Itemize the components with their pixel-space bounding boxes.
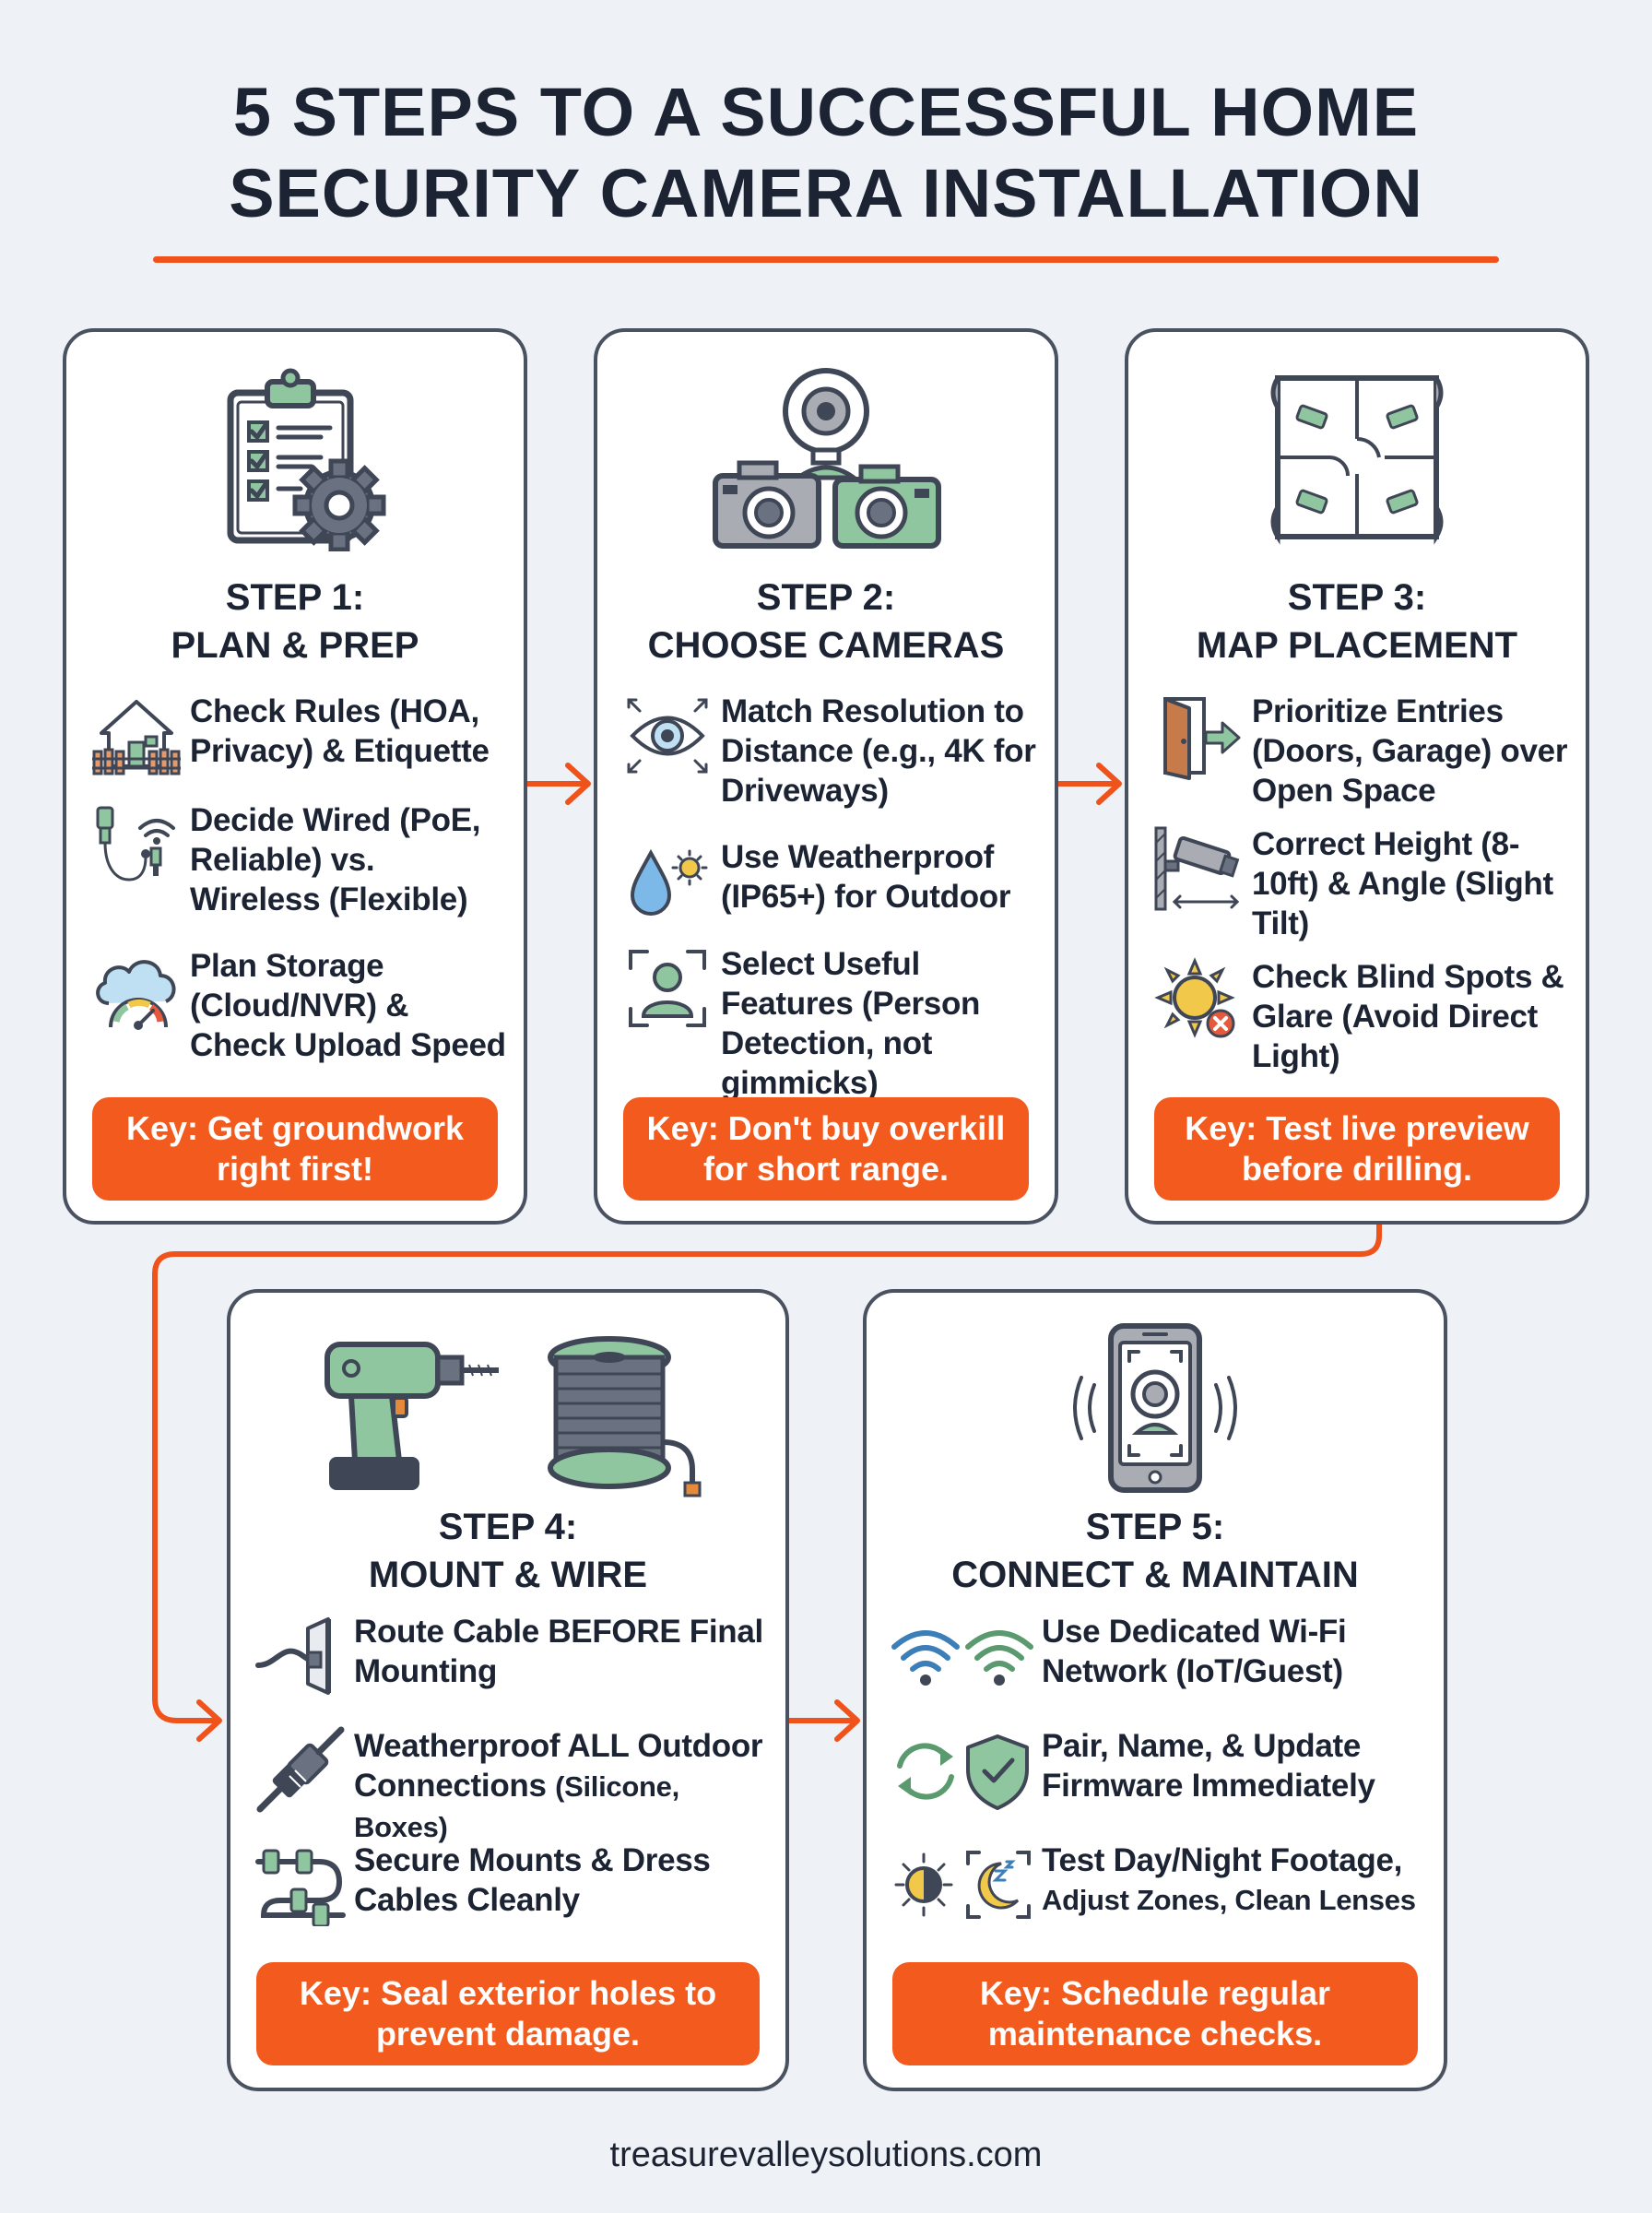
step-5-item-3-small: Adjust Zones, Clean Lenses — [1042, 1884, 1416, 1916]
step-3-item-1-text: Prioritize Entries (Doors, Garage) over … — [1252, 693, 1568, 809]
arrow-step4-to-step5 — [786, 1699, 860, 1742]
arrow-step2-to-step3 — [1056, 763, 1122, 805]
step-2-key-callout: Key: Don't buy overkill for short range. — [623, 1097, 1029, 1201]
step-4-item-3: Secure Mounts & Dress Cables Cleanly — [253, 1840, 773, 1929]
title-underline — [153, 256, 1499, 263]
gray-camera — [713, 460, 821, 549]
step-5-item-3-main: Test Day/Night Footage, — [1042, 1842, 1403, 1878]
step-card-2: STEP 2: CHOOSE CAMERAS Match Resolution … — [594, 328, 1058, 1225]
cameras-icon — [597, 365, 1055, 553]
sun-glare-icon — [1150, 957, 1246, 1046]
step-5-item-3-text: Test Day/Night Footage, Adjust Zones, Cl… — [1036, 1840, 1416, 1920]
drill — [324, 1342, 499, 1490]
step-4-label: STEP 4: — [438, 1507, 578, 1547]
step-5-title: STEP 5: CONNECT & MAINTAIN — [867, 1503, 1444, 1599]
step-2-title: STEP 2: CHOOSE CAMERAS — [597, 574, 1055, 669]
step-1-key-callout: Key: Get groundwork right first! — [92, 1097, 498, 1201]
step-1-label: STEP 1: — [225, 577, 365, 618]
step-2-item-3-text: Select Useful Features (Person Detection… — [721, 946, 981, 1101]
arrow-step1-to-step2 — [525, 763, 591, 805]
step-5-key-callout: Key: Schedule regular maintenance checks… — [892, 1962, 1418, 2065]
step-3-item-2: Correct Height (8-10ft) & Angle (Slight … — [1150, 824, 1573, 943]
step-4-item-2-small: (Silicone, Boxes) — [354, 1770, 679, 1843]
door-arrow-icon — [1150, 692, 1246, 780]
phone-camera-icon — [867, 1320, 1444, 1496]
step-2-item-1-text: Match Resolution to Distance (e.g., 4K f… — [721, 693, 1036, 809]
step-1-item-1-text: Check Rules (HOA, Privacy) & Etiquette — [190, 693, 490, 769]
cable-wall-icon — [253, 1612, 348, 1700]
title-line-2: SECURITY CAMERA INSTALLATION — [229, 155, 1423, 231]
step-5-item-2-text: Pair, Name, & Update Firmware Immediatel… — [1042, 1728, 1375, 1804]
step-3-key-callout: Key: Test live preview before drilling. — [1154, 1097, 1560, 1201]
step-card-1: STEP 1: PLAN & PREP Check Rules (HOA, Pr… — [63, 328, 527, 1225]
step-4-key-callout: Key: Seal exterior holes to prevent dama… — [256, 1962, 760, 2065]
step-2-item-2: Use Weatherproof (IP65+) for Outdoor — [620, 837, 1042, 926]
step-2-item-3: Select Useful Features (Person Detection… — [620, 944, 1042, 1103]
eye-expand-icon — [620, 692, 715, 780]
cloud-speedometer-icon — [88, 946, 184, 1035]
day-night-icon — [889, 1840, 1036, 1929]
step-4-item-2-text: Weatherproof ALL Outdoor Connections (Si… — [348, 1726, 773, 1847]
step-card-4: STEP 4: MOUNT & WIRE Route Cable BEFORE … — [227, 1289, 789, 2091]
step-2-name: CHOOSE CAMERAS — [647, 625, 1005, 666]
step-3-item-2-text: Correct Height (8-10ft) & Angle (Slight … — [1252, 826, 1553, 941]
step-3-item-3: Check Blind Spots & Glare (Avoid Direct … — [1150, 957, 1573, 1076]
sync-shield-icon — [889, 1726, 1036, 1815]
step-1-item-2: Decide Wired (PoE, Reliable) vs. Wireles… — [88, 800, 511, 919]
green-camera — [832, 464, 941, 549]
drill-spool-icon — [230, 1331, 785, 1497]
step-1-name: PLAN & PREP — [171, 625, 419, 666]
connector-icon — [253, 1726, 348, 1815]
step-5-item-2: Pair, Name, & Update Firmware Immediatel… — [889, 1726, 1431, 1815]
step-4-item-1-text: Route Cable BEFORE Final Mounting — [354, 1614, 763, 1689]
step-1-item-3-text: Plan Storage (Cloud/NVR) & Check Upload … — [190, 948, 506, 1063]
step-4-item-2-main: Weatherproof ALL Outdoor Connections — [354, 1728, 763, 1804]
step-2-item-2-text: Use Weatherproof (IP65+) for Outdoor — [721, 839, 1011, 915]
step-1-title: STEP 1: PLAN & PREP — [66, 574, 524, 669]
step-4-item-3-text: Secure Mounts & Dress Cables Cleanly — [354, 1842, 711, 1918]
water-sun-icon — [620, 837, 715, 926]
person-detect-icon — [620, 944, 715, 1033]
step-4-name: MOUNT & WIRE — [368, 1555, 648, 1595]
wired-wireless-icon — [88, 800, 184, 889]
step-3-name: MAP PLACEMENT — [1196, 625, 1518, 666]
step-2-label: STEP 2: — [756, 577, 896, 618]
step-5-item-3: Test Day/Night Footage, Adjust Zones, Cl… — [889, 1840, 1431, 1929]
wall-camera-icon — [1150, 824, 1246, 913]
step-4-title: STEP 4: MOUNT & WIRE — [230, 1503, 785, 1599]
step-5-label: STEP 5: — [1085, 1507, 1225, 1547]
floor-plan-icon — [1128, 365, 1586, 550]
title-line-1: 5 STEPS TO A SUCCESSFUL HOME — [232, 74, 1420, 150]
step-3-item-1: Prioritize Entries (Doors, Garage) over … — [1150, 692, 1573, 811]
footer-website[interactable]: treasurevalleysolutions.com — [609, 2136, 1043, 2174]
cable-spool — [548, 1336, 702, 1497]
step-card-3: STEP 3: MAP PLACEMENT Prioritize Entries… — [1125, 328, 1589, 1225]
step-2-item-1: Match Resolution to Distance (e.g., 4K f… — [620, 692, 1042, 811]
step-4-item-2: Weatherproof ALL Outdoor Connections (Si… — [253, 1726, 773, 1847]
step-card-5: STEP 5: CONNECT & MAINTAIN Use Dedicated… — [863, 1289, 1447, 2091]
step-5-item-1: Use Dedicated Wi-Fi Network (IoT/Guest) — [889, 1612, 1431, 1700]
step-3-item-3-text: Check Blind Spots & Glare (Avoid Direct … — [1252, 959, 1564, 1074]
step-1-item-2-text: Decide Wired (PoE, Reliable) vs. Wireles… — [190, 802, 481, 917]
step-5-name: CONNECT & MAINTAIN — [951, 1555, 1359, 1595]
cable-clip-icon — [253, 1840, 348, 1929]
webcam — [783, 368, 869, 480]
step-1-item-3: Plan Storage (Cloud/NVR) & Check Upload … — [88, 946, 511, 1065]
step-3-label: STEP 3: — [1287, 577, 1427, 618]
step-3-title: STEP 3: MAP PLACEMENT — [1128, 574, 1586, 669]
wifi-icon — [889, 1612, 1036, 1700]
clipboard-gear-icon — [66, 367, 524, 551]
step-5-item-1-text: Use Dedicated Wi-Fi Network (IoT/Guest) — [1042, 1614, 1347, 1689]
house-fence-icon — [88, 692, 184, 780]
step-4-item-1: Route Cable BEFORE Final Mounting — [253, 1612, 773, 1700]
step-1-item-1: Check Rules (HOA, Privacy) & Etiquette — [88, 692, 511, 780]
page-title: 5 STEPS TO A SUCCESSFUL HOME SECURITY CA… — [0, 72, 1652, 234]
